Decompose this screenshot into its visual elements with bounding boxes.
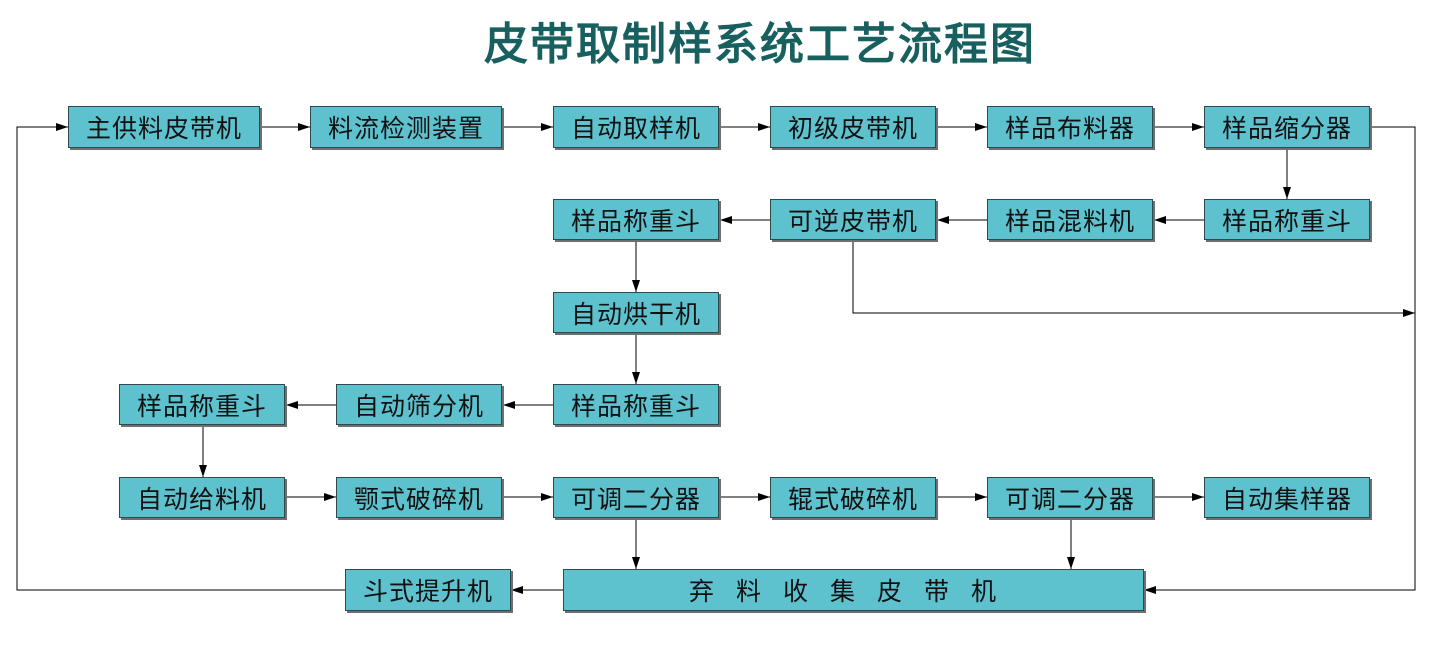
line-divider-to-reject [1144,126,1416,594]
node-weigh-hopper-4: 样品称重斗 [119,384,285,425]
node-flow-detector: 料流检测装置 [310,106,502,148]
node-sample-mixer: 样品混料机 [987,199,1153,240]
node-splitter-1: 可调二分器 [553,477,719,518]
node-weigh-hopper-1: 样品称重斗 [1204,199,1370,240]
node-weigh-hopper-3: 样品称重斗 [553,384,719,425]
node-reject-belt: 弃料收集皮带机 [563,569,1144,611]
line-elevator-to-main [16,123,345,591]
node-sample-divider: 样品缩分器 [1204,106,1370,148]
node-auto-sampler: 自动取样机 [553,106,719,148]
node-auto-screener: 自动筛分机 [336,384,502,425]
node-weigh-hopper-2: 样品称重斗 [553,199,719,240]
node-auto-collector: 自动集样器 [1204,477,1370,518]
node-reversible-belt: 可逆皮带机 [770,199,936,240]
node-auto-feeder: 自动给料机 [119,477,285,518]
node-sample-distributor: 样品布料器 [987,106,1153,148]
node-primary-belt: 初级皮带机 [770,106,936,148]
node-jaw-crusher: 颚式破碎机 [336,477,502,518]
node-auto-dryer: 自动烘干机 [553,292,719,333]
node-splitter-2: 可调二分器 [987,477,1153,518]
diagram-title: 皮带取制样系统工艺流程图 [484,19,1036,70]
arrow-reversible-to-reject-line [852,240,1415,317]
node-bucket-elevator: 斗式提升机 [345,569,511,611]
node-roll-crusher: 辊式破碎机 [770,477,936,518]
node-main-belt: 主供料皮带机 [68,106,260,148]
